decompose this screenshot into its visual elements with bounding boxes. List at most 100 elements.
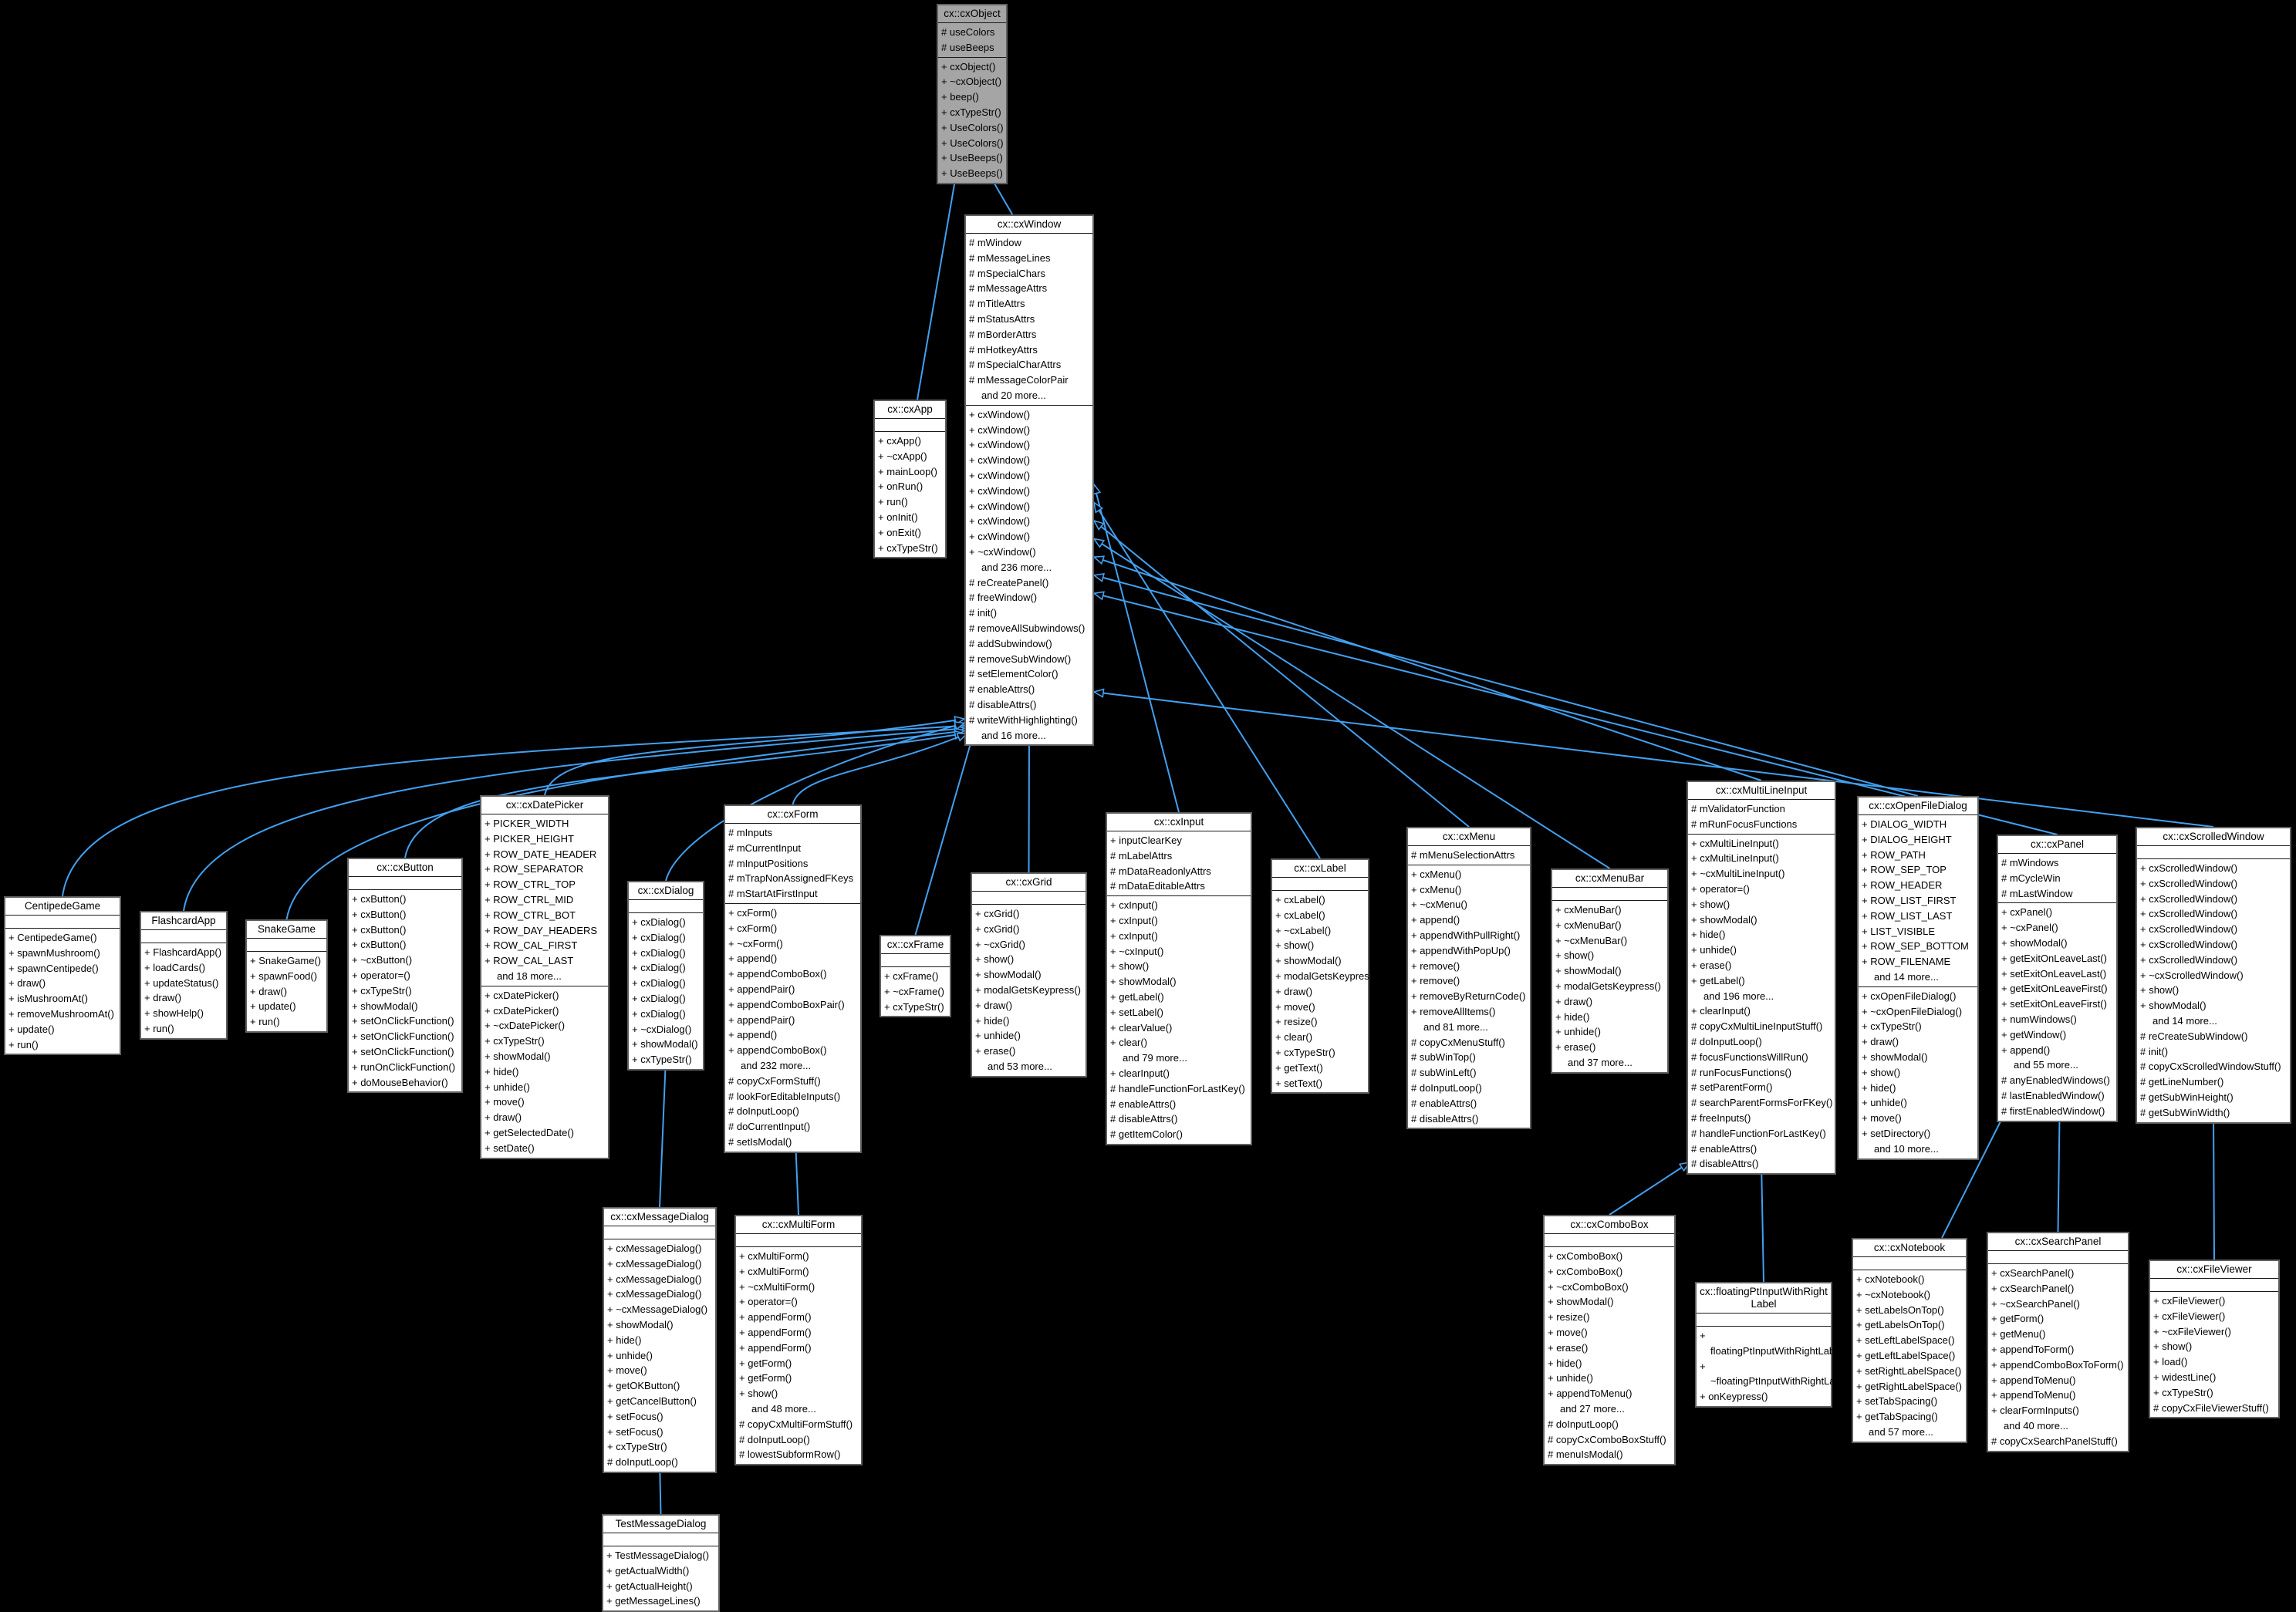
member-row: + getTabSpacing()	[1856, 1411, 1938, 1423]
member-row: + update()	[250, 1000, 296, 1013]
member-row: + cxWindow()	[969, 423, 1031, 436]
class-box-cxMultiLineInput[interactable]: cx::cxMultiLineInput# mValidatorFunction…	[1687, 781, 1836, 1175]
member-row: + ROW_SEP_TOP	[1862, 864, 1947, 876]
member-row: + DIALOG_HEIGHT	[1862, 833, 1952, 845]
class-box-cxDialog[interactable]: cx::cxDialog+ cxDialog()+ cxDialog()+ cx…	[627, 881, 704, 1071]
inheritance-edge-cxNotebook-to-cxPanel	[1941, 1110, 2007, 1239]
class-box-cxScrolledWindow[interactable]: cx::cxScrolledWindow+ cxScrolledWindow()…	[2136, 827, 2291, 1124]
member-row: + erase()	[1548, 1341, 1589, 1354]
member-row: # freeWindow()	[969, 592, 1038, 604]
class-box-cxWindow[interactable]: cx::cxWindow# mWindow# mMessageLines# mS…	[964, 214, 1094, 747]
class-box-cxObject[interactable]: cx::cxObject# useColors# useBeeps+ cxObj…	[937, 4, 1008, 184]
class-box-CentipedeGame[interactable]: CentipedeGame+ CentipedeGame()+ spawnMus…	[4, 896, 121, 1056]
inheritance-edge-cxComboBox-to-cxMultiLineInput	[1609, 1162, 1690, 1216]
methods-section-cxComboBox: + cxComboBox()+ cxComboBox()+ ~cxComboBo…	[1545, 1246, 1674, 1464]
class-box-cxForm[interactable]: cx::cxForm# mInputs# mCurrentInput# mInp…	[724, 804, 862, 1153]
class-box-cxPanel[interactable]: cx::cxPanel# mWindows# mCycleWin# mLastW…	[1997, 835, 2118, 1122]
member-row: + setLabelsOnTop()	[1856, 1303, 1944, 1316]
member-row: # doInputLoop()	[1548, 1418, 1619, 1430]
member-row: + showHelp()	[144, 1007, 204, 1020]
class-box-cxMenuBar[interactable]: cx::cxMenuBar+ cxMenuBar()+ cxMenuBar()+…	[1551, 868, 1669, 1074]
class-box-FlashcardApp[interactable]: FlashcardApp+ FlashcardApp()+ loadCards(…	[140, 911, 228, 1040]
methods-section-cxForm: + cxForm()+ cxForm()+ ~cxForm()+ append(…	[725, 902, 860, 1152]
member-row: + updateStatus()	[144, 976, 219, 989]
attributes-section-cxComboBox	[1545, 1234, 1674, 1246]
member-row: + show()	[1110, 960, 1150, 973]
member-row: + cxTypeStr()	[2153, 1386, 2213, 1398]
attributes-section-cxInput: + inputClearKey# mLabelAttrs# mDataReado…	[1107, 831, 1251, 895]
class-box-cxDatePicker[interactable]: cx::cxDatePicker+ PICKER_WIDTH+ PICKER_H…	[480, 795, 609, 1159]
class-title-cxOpenFileDialog: cx::cxOpenFileDialog	[1859, 798, 1977, 815]
inheritance-edge-cxMenu-to-cxWindow	[1094, 521, 1470, 828]
class-box-cxLabel[interactable]: cx::cxLabel+ cxLabel()+ cxLabel()+ ~cxLa…	[1271, 858, 1381, 1094]
member-row: + ~cxMultiForm()	[739, 1280, 815, 1293]
member-row: + appendToMenu()	[1991, 1374, 2076, 1386]
class-box-cxGrid[interactable]: cx::cxGrid+ cxGrid()+ cxGrid()+ ~cxGrid(…	[971, 872, 1087, 1077]
member-row: + getRightLabelSpace()	[1856, 1380, 1962, 1392]
class-box-cxApp[interactable]: cx::cxApp+ cxApp()+ ~cxApp()+ mainLoop()…	[873, 400, 947, 559]
member-row: # mStatusAttrs	[969, 312, 1035, 325]
member-row: + ~cxPanel()	[2001, 922, 2058, 934]
class-box-cxNotebook[interactable]: cx::cxNotebook+ cxNotebook()+ ~cxNoteboo…	[1852, 1238, 1967, 1443]
member-row: + cxButton()	[352, 893, 407, 905]
member-row: + cxWindow()	[969, 454, 1031, 467]
member-row: + cxTypeStr()	[941, 106, 1001, 118]
member-row: # removeAllSubwindows()	[969, 622, 1086, 634]
attributes-section-cxMultiForm	[736, 1234, 861, 1246]
member-row: + ~cxApp()	[878, 450, 927, 462]
methods-section-cxScrolledWindow: + cxScrolledWindow()+ cxScrolledWindow()…	[2137, 858, 2290, 1122]
class-box-floatingPtInputWithRightLabel[interactable]: cx::floatingPtInputWithRight Label+ floa…	[1695, 1282, 1855, 1408]
attributes-section-cxLabel	[1272, 878, 1368, 890]
methods-section-cxSearchPanel: + cxSearchPanel()+ cxSearchPanel()+ ~cxS…	[1988, 1263, 2128, 1451]
class-box-cxInput[interactable]: cx::cxInput+ inputClearKey# mLabelAttrs#…	[1106, 812, 1252, 1145]
member-row: and 232 more...	[741, 1059, 812, 1071]
class-box-cxFileViewer[interactable]: cx::cxFileViewer+ cxFileViewer()+ cxFile…	[2149, 1260, 2280, 1419]
class-box-SnakeGame[interactable]: SnakeGame + SnakeGame()+ spawnFood()+ dra…	[245, 919, 328, 1033]
inheritance-edge-cxDatePicker-to-cxWindow	[544, 719, 964, 796]
class-box-TestMessageDialog[interactable]: TestMessageDialog+ TestMessageDialog()+ …	[602, 1514, 720, 1612]
class-box-cxMessageDialog[interactable]: cx::cxMessageDialog+ cxMessageDialog()+ …	[603, 1207, 717, 1473]
class-title-cxMultiForm: cx::cxMultiForm	[736, 1216, 861, 1234]
member-row: + ~cxScrolledWindow()	[2140, 969, 2244, 981]
class-title-cxFrame: cx::cxFrame	[881, 936, 950, 954]
class-box-cxMultiForm[interactable]: cx::cxMultiForm+ cxMultiForm()+ cxMultiF…	[734, 1215, 863, 1466]
member-row: + cxGrid()	[975, 922, 1020, 935]
member-row: # enableAttrs()	[1110, 1098, 1177, 1110]
member-row: + getActualHeight()	[606, 1580, 693, 1592]
member-row: + load()	[2153, 1356, 2188, 1368]
member-row: + setTabSpacing()	[1856, 1395, 1938, 1408]
class-box-cxComboBox[interactable]: cx::cxComboBox+ cxComboBox()+ cxComboBox…	[1543, 1215, 1676, 1466]
member-row: + ~cxMultiLineInput()	[1691, 868, 1785, 880]
methods-section-SnakeGame: + SnakeGame()+ spawnFood()+ draw()+ upda…	[247, 951, 326, 1031]
class-box-cxFrame[interactable]: cx::cxFrame+ cxFrame()+ ~cxFrame()+ cxTy…	[880, 935, 951, 1018]
member-row: + cxTypeStr()	[1862, 1020, 1922, 1033]
member-row: + appendForm()	[739, 1326, 812, 1338]
member-row: + cxScrolledWindow()	[2140, 938, 2238, 950]
member-row: + cxWindow()	[969, 469, 1031, 481]
class-box-cxOpenFileDialog[interactable]: cx::cxOpenFileDialog+ DIALOG_WIDTH+ DIAL…	[1857, 796, 1979, 1160]
member-row: + setDirectory()	[1862, 1127, 1931, 1139]
member-row: + getLabel()	[1691, 974, 1745, 986]
member-row: + ROW_DATE_HEADER	[485, 848, 597, 860]
class-title-SnakeGame: SnakeGame	[247, 921, 326, 939]
inheritance-edge-cxScrolledWindow-to-cxWindow	[1094, 692, 2214, 828]
class-box-cxButton[interactable]: cx::cxButton+ cxButton()+ cxButton()+ cx…	[347, 858, 463, 1094]
member-row: # mMessageLines	[969, 251, 1051, 264]
member-row: + operator=()	[352, 969, 410, 981]
member-row: + cxButton()	[352, 908, 407, 920]
member-row: + onKeypress()	[1700, 1391, 1768, 1403]
member-row: and 57 more...	[1869, 1425, 1933, 1438]
member-row: # setElementColor()	[969, 668, 1059, 680]
inheritance-edge-cxButton-to-cxWindow	[404, 733, 964, 858]
member-row: + appendToForm()	[1991, 1343, 2075, 1355]
member-row: + unhide()	[1862, 1097, 1907, 1109]
member-row: and 53 more...	[988, 1060, 1052, 1072]
member-row: + cxLabel()	[1275, 909, 1325, 921]
class-box-cxMenu[interactable]: cx::cxMenu# mMenuSelectionAttrs+ cxMenu(…	[1406, 827, 1531, 1130]
methods-section-cxNotebook: + cxNotebook()+ ~cxNotebook()+ setLabels…	[1853, 1270, 1966, 1442]
member-row: + appendForm()	[739, 1341, 812, 1354]
class-box-cxSearchPanel[interactable]: cx::cxSearchPanel+ cxSearchPanel()+ cxSe…	[1987, 1232, 2129, 1452]
member-row: + show()	[1862, 1066, 1901, 1078]
